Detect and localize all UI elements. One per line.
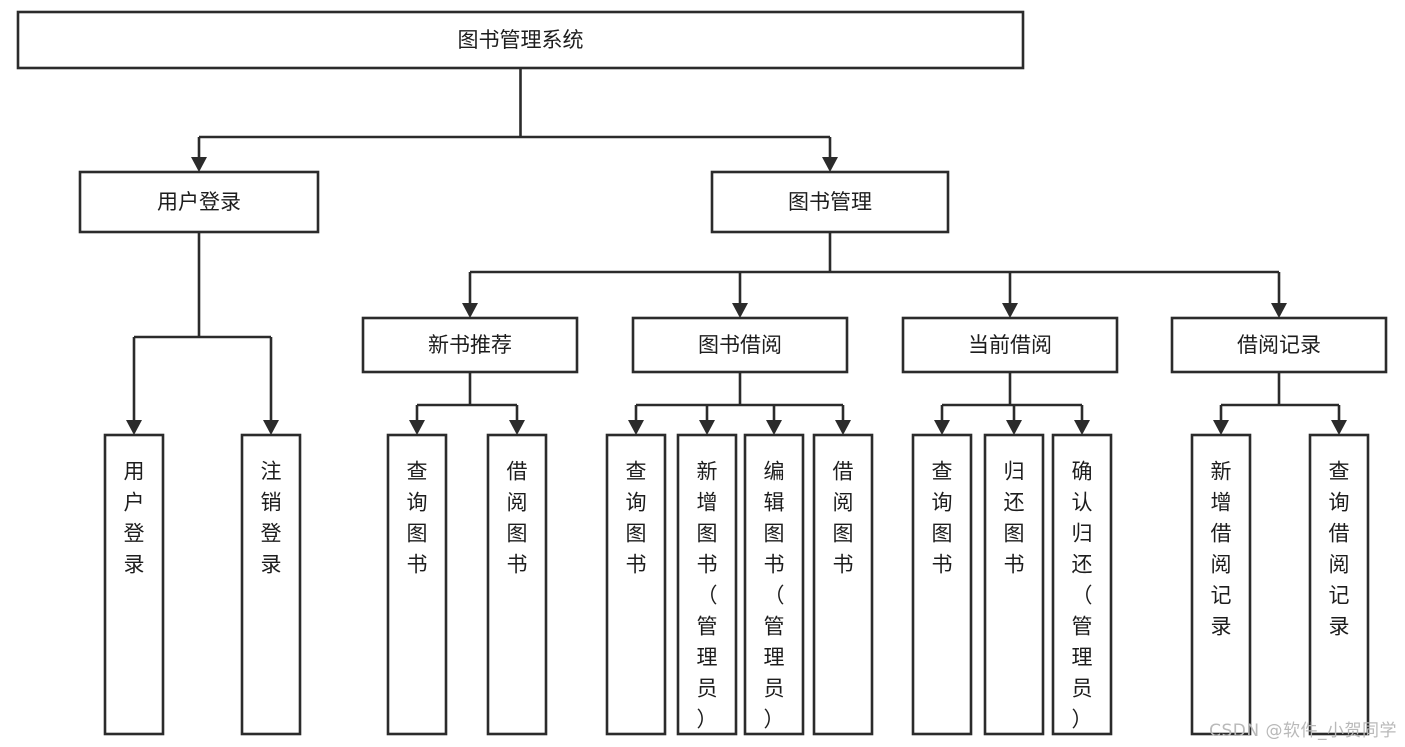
- branch-arrow-0-arrowhead: [191, 157, 207, 172]
- node-leaf-user-login[interactable]: 用户登录: [103, 433, 165, 736]
- node-leaf-borrow-book-recommend-label: 借阅图书: [507, 460, 528, 577]
- node-leaf-borrow-book-label: 借阅图书: [833, 460, 854, 577]
- branch-arrow-0-arrowhead: [628, 420, 644, 435]
- node-borrow-records-label: 借阅记录: [1237, 333, 1321, 357]
- node-leaf-borrow-book-recommend[interactable]: 借阅图书: [486, 433, 548, 736]
- node-leaf-add-book-admin-label: 新增图书（管理员）: [697, 460, 718, 732]
- branch-arrow-1-arrowhead: [732, 303, 748, 318]
- node-leaf-query-book-borrow-box: [605, 433, 667, 736]
- node-leaf-borrow-book-box: [812, 433, 874, 736]
- node-leaf-query-borrow-record[interactable]: 查询借阅记录: [1308, 433, 1370, 736]
- branch-arrow-0-arrowhead: [462, 303, 478, 318]
- node-leaf-query-book-recommend-box: [386, 433, 448, 736]
- node-borrow-records-box: [1170, 316, 1388, 374]
- branch-arrow-0-arrowhead: [934, 420, 950, 435]
- branch-arrow-0-arrowhead: [126, 420, 142, 435]
- branch-arrow-1-arrowhead: [1331, 420, 1347, 435]
- node-new-book-recommend-box: [361, 316, 579, 374]
- node-user-login-box: [78, 170, 320, 234]
- node-leaf-user-login-label: 用户登录: [124, 460, 145, 577]
- branch-arrow-1-arrowhead: [699, 420, 715, 435]
- node-leaf-query-borrow-record-box: [1308, 433, 1370, 736]
- node-user-login-label: 用户登录: [157, 190, 241, 214]
- node-leaf-edit-book-admin-box: [743, 433, 805, 736]
- node-current-borrow[interactable]: 当前借阅: [901, 316, 1119, 374]
- node-root-root-box: [16, 10, 1025, 70]
- branch-arrow-1-arrowhead: [509, 420, 525, 435]
- node-root-root[interactable]: 图书管理系统: [16, 10, 1025, 70]
- branch-arrow-0-arrowhead: [1213, 420, 1229, 435]
- node-book-management-label: 图书管理: [788, 190, 872, 214]
- node-leaf-user-logout-box: [240, 433, 302, 736]
- node-leaf-user-logout[interactable]: 注销登录: [240, 433, 302, 736]
- connector-lines-group: [126, 68, 1347, 435]
- node-leaf-borrow-book[interactable]: 借阅图书: [812, 433, 874, 736]
- node-borrow-records[interactable]: 借阅记录: [1170, 316, 1388, 374]
- branch-arrow-0-arrowhead: [409, 420, 425, 435]
- node-leaf-confirm-return-admin-label: 确认归还（管理员）: [1072, 460, 1093, 732]
- branch-arrow-2-arrowhead: [766, 420, 782, 435]
- node-leaf-edit-book-admin-label: 编辑图书（管理员）: [764, 460, 785, 732]
- node-leaf-query-book-recommend-label: 查询图书: [407, 460, 428, 577]
- node-new-book-recommend-label: 新书推荐: [428, 333, 512, 357]
- node-leaf-add-borrow-record-box: [1190, 433, 1252, 736]
- node-current-borrow-box: [901, 316, 1119, 374]
- node-book-management-box: [710, 170, 950, 234]
- node-leaf-query-book-current[interactable]: 查询图书: [911, 433, 973, 736]
- node-leaf-query-book-current-label: 查询图书: [932, 460, 953, 577]
- node-leaf-borrow-book-recommend-box: [486, 433, 548, 736]
- branch-arrow-2-arrowhead: [1002, 303, 1018, 318]
- node-leaf-query-book-borrow-label: 查询图书: [626, 460, 647, 577]
- node-leaf-query-borrow-record-label: 查询借阅记录: [1329, 460, 1350, 639]
- branch-arrow-3-arrowhead: [835, 420, 851, 435]
- node-leaf-return-book-label: 归还图书: [1004, 460, 1025, 577]
- node-leaf-confirm-return-admin-box: [1051, 433, 1113, 736]
- branch-arrow-1-arrowhead: [822, 157, 838, 172]
- node-user-login[interactable]: 用户登录: [78, 170, 320, 234]
- node-book-management[interactable]: 图书管理: [710, 170, 950, 234]
- branch-arrow-3-arrowhead: [1271, 303, 1287, 318]
- node-leaf-edit-book-admin[interactable]: 编辑图书（管理员）: [743, 433, 805, 736]
- node-current-borrow-label: 当前借阅: [968, 333, 1052, 357]
- node-new-book-recommend[interactable]: 新书推荐: [361, 316, 579, 374]
- node-leaf-user-login-box: [103, 433, 165, 736]
- branch-arrow-1-arrowhead: [263, 420, 279, 435]
- node-root-root-label: 图书管理系统: [458, 28, 584, 52]
- node-leaf-add-borrow-record-label: 新增借阅记录: [1211, 460, 1232, 639]
- node-leaf-return-book[interactable]: 归还图书: [983, 433, 1045, 736]
- node-leaf-query-book-borrow[interactable]: 查询图书: [605, 433, 667, 736]
- node-book-borrow-box: [631, 316, 849, 374]
- node-leaf-add-borrow-record[interactable]: 新增借阅记录: [1190, 433, 1252, 736]
- node-book-borrow-label: 图书借阅: [698, 333, 782, 357]
- node-leaf-add-book-admin[interactable]: 新增图书（管理员）: [676, 433, 738, 736]
- branch-arrow-2-arrowhead: [1074, 420, 1090, 435]
- branch-arrow-1-arrowhead: [1006, 420, 1022, 435]
- node-leaf-add-book-admin-box: [676, 433, 738, 736]
- node-boxes-group: 图书管理系统用户登录图书管理新书推荐图书借阅当前借阅借阅记录用户登录注销登录查询…: [16, 10, 1388, 736]
- node-leaf-query-book-recommend[interactable]: 查询图书: [386, 433, 448, 736]
- node-leaf-return-book-box: [983, 433, 1045, 736]
- node-leaf-user-logout-label: 注销登录: [261, 460, 282, 577]
- node-leaf-query-book-current-box: [911, 433, 973, 736]
- node-book-borrow[interactable]: 图书借阅: [631, 316, 849, 374]
- node-leaf-confirm-return-admin[interactable]: 确认归还（管理员）: [1051, 433, 1113, 736]
